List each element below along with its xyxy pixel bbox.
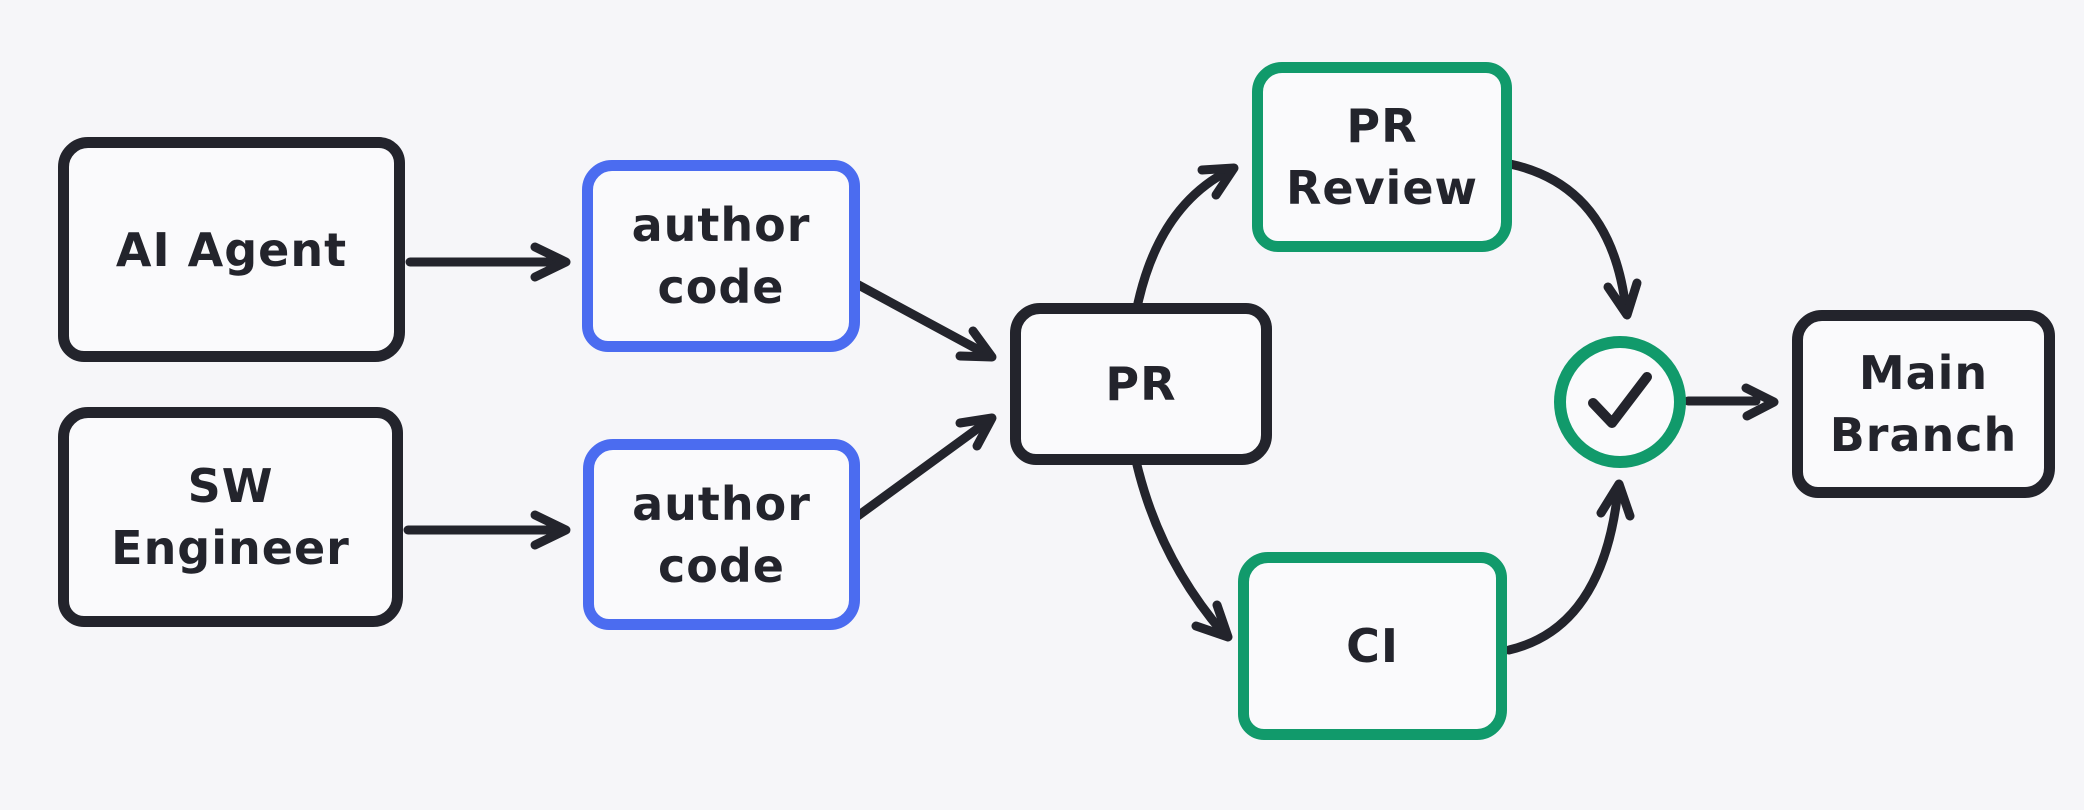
checkmark-icon xyxy=(1554,336,1686,468)
node-ai-agent-label: AI Agent xyxy=(115,222,348,277)
arrow-ai-agent-to-author-code xyxy=(405,242,571,282)
node-ai-agent: AI Agent xyxy=(58,137,405,362)
node-main-branch-label-line2: Branch xyxy=(1829,408,2018,462)
arrow-sw-engineer-to-author-code xyxy=(403,510,571,550)
node-pr-review: PR Review xyxy=(1252,62,1512,252)
node-ci: CI xyxy=(1238,552,1507,740)
arrow-pr-to-pr-review xyxy=(1133,163,1239,308)
arrow-check-to-main-branch xyxy=(1683,383,1779,421)
arrow-author-code-bottom-to-pr xyxy=(850,413,997,523)
arrow-author-code-top-to-pr xyxy=(848,277,997,362)
node-pr-label: PR xyxy=(1105,357,1177,411)
node-main-branch-label-line1: Main xyxy=(1858,346,1989,400)
node-pr-review-label-line1: PR xyxy=(1346,99,1418,153)
node-sw-engineer-label-line2: Engineer xyxy=(111,521,350,575)
node-sw-engineer-label-line1: SW xyxy=(187,459,274,513)
node-author-code-bottom-label-line2: code xyxy=(658,538,785,593)
node-sw-engineer: SW Engineer xyxy=(58,407,403,627)
node-author-code-top-label-line1: author xyxy=(631,198,811,252)
node-pr-review-label-line2: Review xyxy=(1285,161,1479,215)
arrow-pr-review-to-check xyxy=(1505,159,1642,320)
node-author-code-bottom-label-line1: author xyxy=(632,476,811,531)
node-author-code-top: author code xyxy=(582,160,860,352)
node-approval-check xyxy=(1554,336,1686,468)
arrow-ci-to-check xyxy=(1504,479,1635,655)
node-pr: PR xyxy=(1010,303,1272,465)
node-main-branch: Main Branch xyxy=(1792,310,2055,498)
node-author-code-bottom: author code xyxy=(583,439,860,630)
node-author-code-top-label-line2: code xyxy=(657,260,785,314)
node-ci-label: CI xyxy=(1346,619,1399,673)
arrow-pr-to-ci xyxy=(1132,460,1233,642)
